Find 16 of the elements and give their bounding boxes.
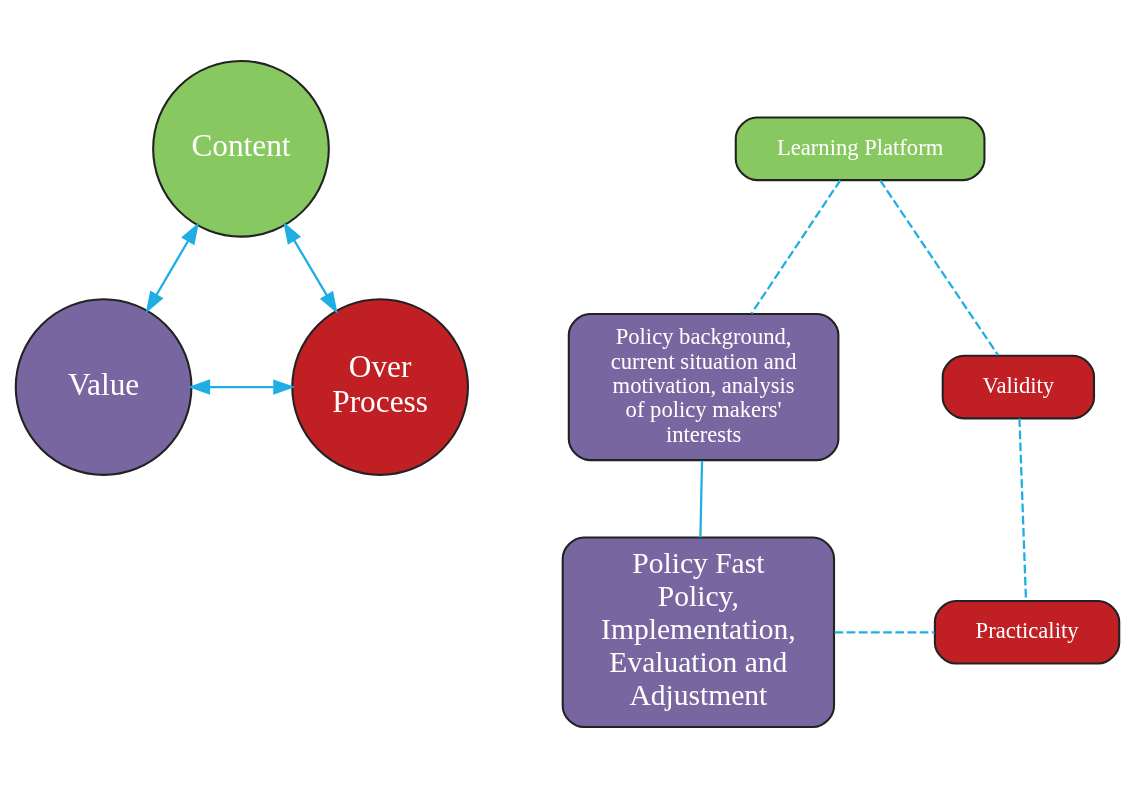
connector bbox=[750, 179, 842, 314]
arrow bbox=[145, 222, 199, 313]
node-box: Practicality bbox=[933, 599, 1121, 665]
arrow bbox=[283, 221, 338, 314]
node-box: Policy background, current situation and motivation, analysis of policy makers' interests bbox=[567, 312, 840, 461]
node-circle: Over Process bbox=[291, 297, 469, 476]
connector bbox=[879, 179, 999, 356]
arrow bbox=[188, 378, 296, 395]
node-box: Learning Platform bbox=[734, 115, 986, 181]
node-circle: Content bbox=[152, 59, 330, 238]
connector bbox=[699, 460, 704, 537]
connector bbox=[1018, 417, 1028, 601]
node-box: Validity bbox=[941, 354, 1096, 419]
node-box: Policy Fast Policy, Implementation, Evaluation and Adjustment bbox=[561, 535, 836, 728]
connector bbox=[834, 630, 935, 633]
node-circle: Value bbox=[14, 297, 193, 476]
